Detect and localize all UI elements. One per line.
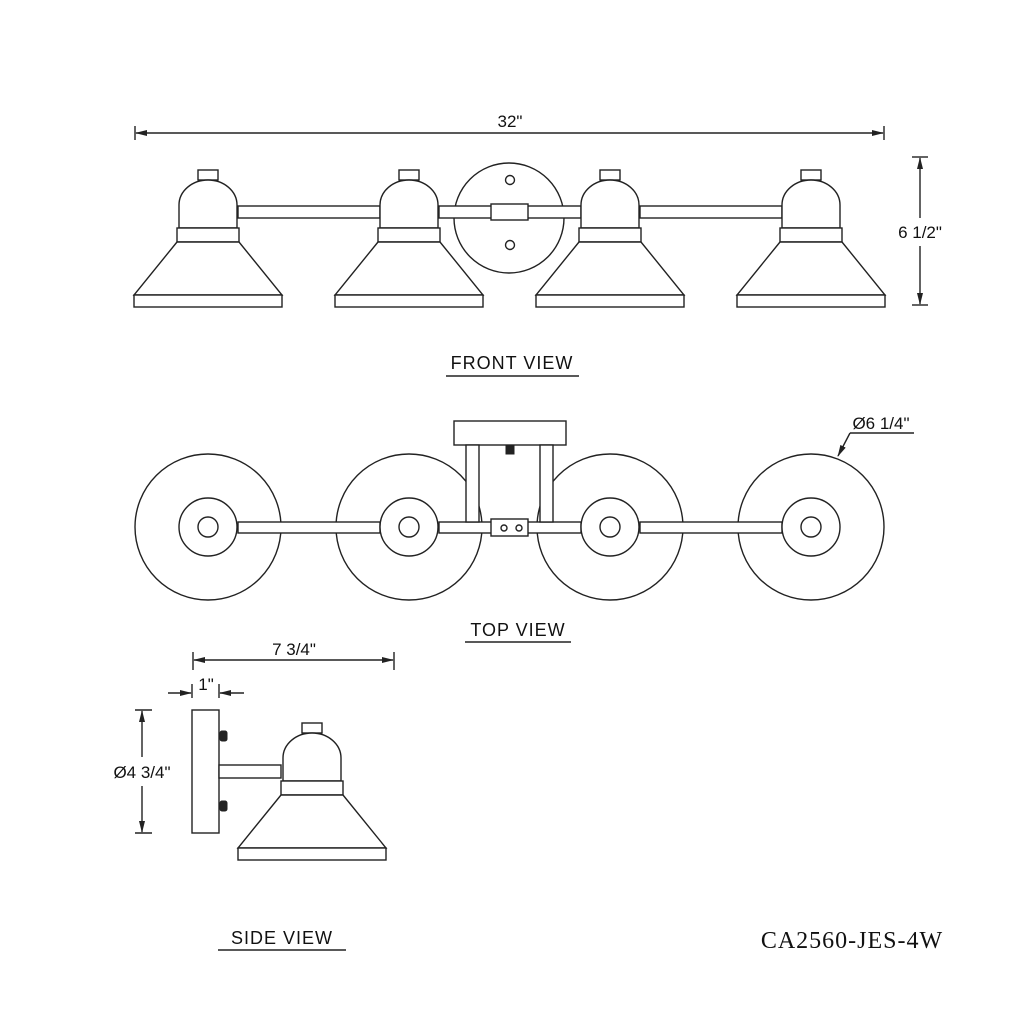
dimension-width: 32" (134, 112, 885, 140)
dimension-backplate-diameter: Ø4 3/4" (113, 709, 171, 834)
lamp-shade (534, 241, 686, 296)
shade-band (578, 227, 642, 243)
socket-outline (379, 497, 439, 557)
dim-overall-height: 6 1/2" (898, 223, 942, 242)
dim-backplate-diameter: Ø4 3/4" (113, 763, 170, 782)
shade-rim (334, 294, 484, 308)
socket-dome (580, 179, 640, 229)
socket-center (800, 516, 822, 538)
socket-cap (599, 169, 621, 181)
socket-cap (301, 722, 323, 734)
dimension-extension: 7 3/4" (192, 640, 395, 670)
lamp-shade (236, 794, 388, 849)
socket-outline (781, 497, 841, 557)
lamp-fixture (236, 722, 388, 861)
shade-rim (535, 294, 685, 308)
socket-dome (282, 732, 342, 782)
lamp-shade (735, 241, 887, 296)
arm-rod (639, 205, 783, 219)
shade-band (280, 780, 344, 796)
shade-band (377, 227, 441, 243)
screw-icon (500, 524, 508, 532)
stud-icon (219, 800, 228, 812)
center-bracket (490, 203, 529, 221)
dim-extension: 7 3/4" (272, 640, 316, 659)
socket-center (398, 516, 420, 538)
lamp-shade (132, 241, 284, 296)
socket-center (599, 516, 621, 538)
model-number: CA2560-JES-4W (761, 928, 943, 954)
shade-band (779, 227, 843, 243)
side-view-label: SIDE VIEW (231, 928, 333, 948)
socket-dome (781, 179, 841, 229)
lamp-shade (333, 241, 485, 296)
socket-center (197, 516, 219, 538)
mounting-hole (504, 174, 516, 186)
backplate-side (191, 709, 220, 834)
shade-rim (133, 294, 283, 308)
dim-overall-width: 32" (498, 112, 523, 131)
arm-rod-top (639, 521, 783, 534)
center-bracket-top (490, 518, 529, 537)
socket-dome (379, 179, 439, 229)
mounting-screw (505, 445, 515, 455)
socket-outline (580, 497, 640, 557)
stud-icon (219, 730, 228, 742)
socket-cap (800, 169, 822, 181)
socket-cap (398, 169, 420, 181)
top-view (134, 420, 885, 601)
lamp-fixture (333, 169, 485, 308)
screw-icon (515, 524, 523, 532)
mounting-hole (504, 239, 516, 251)
arm-rod (237, 205, 381, 219)
lamp-fixture (534, 169, 686, 308)
lamp-fixture (735, 169, 887, 308)
socket-cap (197, 169, 219, 181)
socket-outline (178, 497, 238, 557)
arm-rod-side (218, 764, 282, 779)
shade-rim (237, 847, 387, 861)
front-view (132, 162, 887, 308)
canopy-leg (465, 444, 480, 523)
dimension-height: 6 1/2" (898, 156, 942, 306)
dim-shade-diameter: Ø6 1/4" (852, 414, 909, 433)
top-view-label: TOP VIEW (470, 620, 565, 640)
shade-band (176, 227, 240, 243)
canopy-leg (539, 444, 554, 523)
dimension-shade-diameter: Ø6 1/4" (837, 414, 914, 457)
socket-dome (178, 179, 238, 229)
canopy-top (453, 420, 567, 446)
front-view-label: FRONT VIEW (451, 353, 574, 373)
shade-rim (736, 294, 886, 308)
side-view (191, 709, 388, 861)
arm-rod-top (237, 521, 381, 534)
dim-backplate-depth: 1" (198, 675, 214, 694)
dimension-backplate-depth: 1" (168, 675, 244, 698)
lamp-fixture (132, 169, 284, 308)
